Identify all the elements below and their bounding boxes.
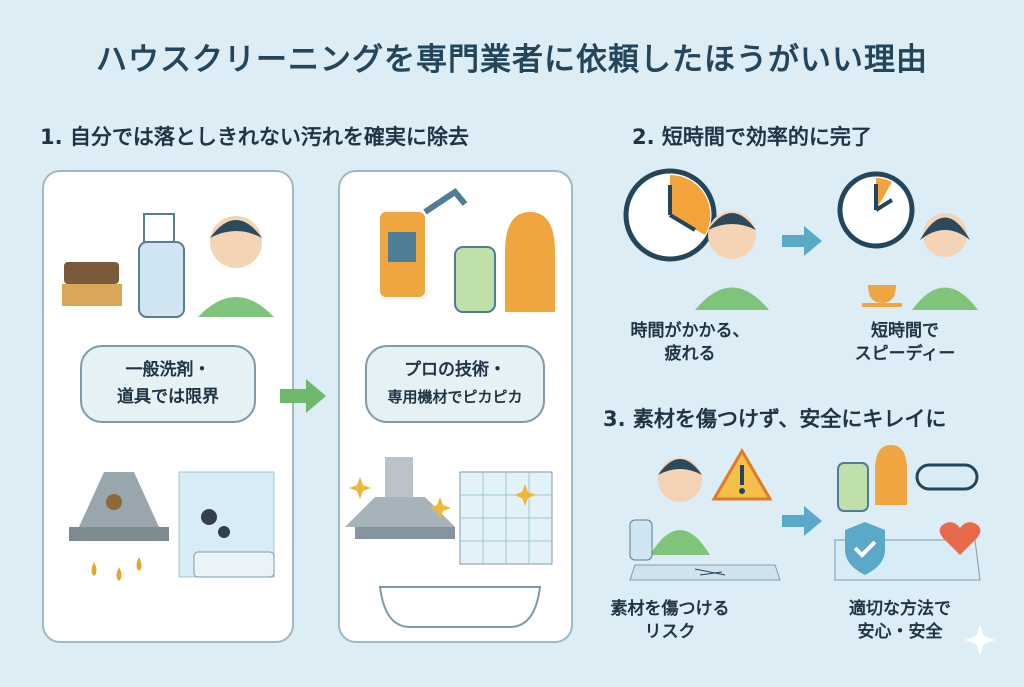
clean-bathtub-icon: [378, 586, 542, 628]
tired-person-icon: [695, 211, 769, 310]
caption-line: 時間がかかる、: [630, 321, 750, 341]
caption-line: 素材を傷つける: [610, 599, 730, 619]
scratched-surface-icon: [629, 564, 781, 581]
pro-panel: [338, 170, 573, 643]
brush-icon: [62, 262, 122, 306]
time-consuming-caption: 時間がかかる、 疲れる: [625, 320, 755, 366]
moldy-tiles-icon: [178, 471, 275, 578]
caption-line: 安心・安全: [857, 622, 943, 642]
arrow-right-icon: [782, 226, 822, 256]
detergent-bottle-icon: [454, 246, 496, 313]
bubble-line: 専用機材でピカピカ: [387, 388, 523, 406]
detergent-bottle-icon: [837, 462, 869, 512]
caption-line: 疲れる: [664, 344, 716, 364]
pressure-washer-icon: [380, 188, 468, 297]
damage-risk-caption: 素材を傷つける リスク: [600, 598, 740, 644]
rubber-glove-icon: [505, 212, 555, 312]
diy-tools-illustration: [62, 213, 275, 581]
time-comparison-illustration: [623, 168, 978, 310]
caption-line: リスク: [644, 622, 696, 642]
bubble-line: プロの技術・: [404, 360, 506, 380]
caption-line: 短時間で: [871, 321, 939, 341]
sparkle-icons: [349, 477, 536, 519]
worried-person-icon: [198, 216, 274, 317]
dirty-range-hood-icon: [69, 472, 169, 581]
section3-heading: 3. 素材を傷つけず、安全にキレイに: [603, 407, 947, 431]
relaxed-person-icon: [912, 213, 978, 310]
arrow-right-icon: [782, 506, 822, 536]
arrow-right-icon: [280, 379, 326, 413]
heart-icon: [939, 522, 981, 555]
caption-line: スピーディー: [854, 344, 956, 364]
pro-quality-bubble: プロの技術・ 専用機材でピカピカ: [365, 345, 545, 423]
worried-cleaner-icon: [629, 458, 710, 561]
tea-cup-icon: [862, 285, 902, 307]
bubble-line: 一般洗剤・: [125, 360, 211, 380]
speedy-caption: 短時間で スピーディー: [840, 320, 970, 366]
material-safety-illustration: [629, 445, 981, 581]
section2-heading: 2. 短時間で効率的に完了: [632, 125, 872, 149]
bubble-line: 道具では限界: [117, 387, 219, 407]
clean-range-hood-icon: [345, 457, 455, 539]
shield-check-icon: [845, 522, 885, 575]
safe-method-caption: 適切な方法で 安心・安全: [830, 598, 970, 644]
goggles-icon: [915, 463, 979, 491]
diy-limit-bubble: 一般洗剤・ 道具では限界: [80, 345, 256, 423]
pro-tools-illustration: [345, 188, 555, 628]
sparkle-icon: [965, 625, 995, 655]
caption-line: 適切な方法で: [849, 599, 951, 619]
page-title: ハウスクリーニングを専門業者に依頼したほうがいい理由: [96, 42, 928, 78]
spray-bottle-icon: [138, 213, 185, 318]
section1-heading: 1. 自分では落としきれない汚れを確実に除去: [40, 125, 469, 149]
warning-icon: [711, 448, 773, 501]
clock-long-icon: [623, 168, 717, 262]
clean-tiles-icon: [459, 471, 553, 565]
glove-icon: [875, 445, 907, 505]
clock-short-icon: [837, 171, 915, 249]
